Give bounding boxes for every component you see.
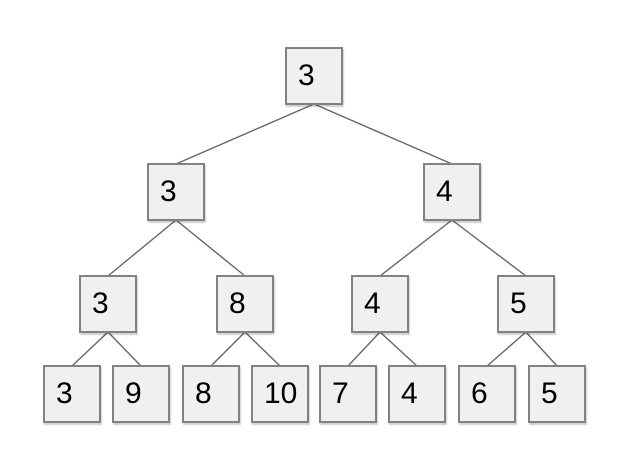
tree-node-n0: 3 xyxy=(285,47,343,105)
tree-node-n8: 9 xyxy=(112,365,170,423)
tree-node-n1: 3 xyxy=(147,163,205,221)
tree-node-n9: 8 xyxy=(182,365,240,423)
tree-node-label: 5 xyxy=(510,287,527,320)
tree-node-label: 8 xyxy=(229,287,246,320)
tree-node-label: 5 xyxy=(541,377,558,410)
tree-node-label: 7 xyxy=(332,377,349,410)
tree-node-label: 8 xyxy=(195,377,212,410)
tree-edge-n0-n1 xyxy=(175,103,315,165)
tree-edge-n2-n5 xyxy=(379,219,453,277)
tree-node-n2: 4 xyxy=(423,163,481,221)
tree-node-n3: 3 xyxy=(79,275,137,333)
tree-edge-n4-n10 xyxy=(244,331,281,367)
tree-node-label: 6 xyxy=(471,377,488,410)
tree-node-n5: 4 xyxy=(351,275,409,333)
tree-node-label: 4 xyxy=(364,287,381,320)
tree-node-n6: 5 xyxy=(497,275,555,333)
tree-edge-n5-n12 xyxy=(379,331,418,367)
tree-node-n10: 10 xyxy=(251,365,309,423)
tree-node-label: 3 xyxy=(160,175,177,208)
tree-node-label: 3 xyxy=(56,377,73,410)
tree-edge-n5-n11 xyxy=(347,331,381,367)
tree-edge-n3-n8 xyxy=(107,331,142,367)
tree-edge-n1-n4 xyxy=(175,219,246,277)
tree-edge-n6-n14 xyxy=(525,331,558,367)
tree-edge-n3-n7 xyxy=(71,331,109,367)
tree-node-n11: 7 xyxy=(319,365,377,423)
tree-edge-n6-n13 xyxy=(486,331,527,367)
tree-node-n14: 5 xyxy=(528,365,586,423)
tree-node-n13: 6 xyxy=(458,365,516,423)
tree-edge-n0-n2 xyxy=(313,103,453,165)
tree-edge-n4-n9 xyxy=(210,331,246,367)
tree-node-label: 4 xyxy=(436,175,453,208)
tree-node-n4: 8 xyxy=(216,275,274,333)
tree-edge-n1-n3 xyxy=(107,219,177,277)
tree-node-n12: 4 xyxy=(388,365,446,423)
tree-node-n7: 3 xyxy=(43,365,101,423)
tree-node-label: 3 xyxy=(92,287,109,320)
tree-node-label: 10 xyxy=(264,377,298,410)
tree-node-label: 4 xyxy=(401,377,418,410)
tree-edge-n2-n6 xyxy=(451,219,527,277)
tree-node-label: 3 xyxy=(298,59,315,92)
tree-node-label: 9 xyxy=(125,377,142,410)
